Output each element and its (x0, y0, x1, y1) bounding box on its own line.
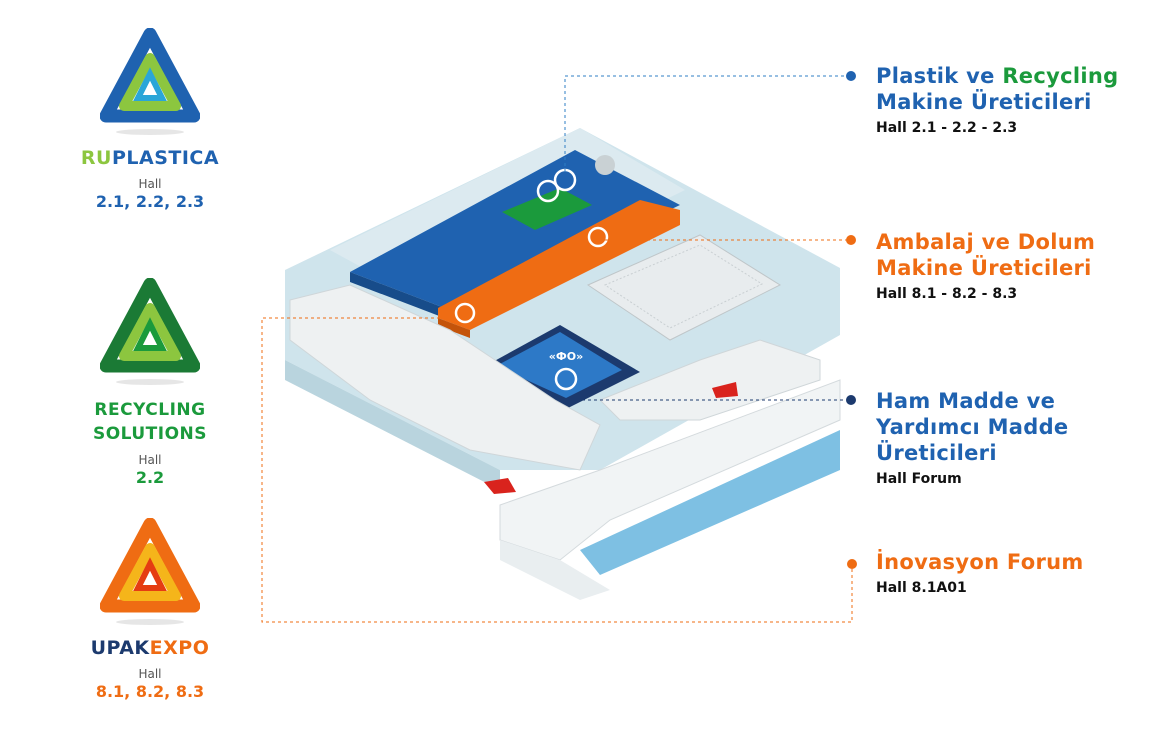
brand-name-part: RECYCLING (94, 400, 206, 420)
triangle-knot-logo-icon (100, 278, 200, 385)
legend-title-part: Makine Üreticileri (876, 256, 1092, 280)
legend-dot (846, 395, 856, 405)
legend-title: İnovasyon Forum (876, 550, 1084, 574)
forum-top (496, 332, 622, 398)
brand-upakexpo: UPAKEXPO Hall 8.1, 8.2, 8.3 (40, 518, 260, 702)
legend-item-inovasyon: İnovasyon Forum Hall 8.1A01 (876, 549, 1156, 597)
circle-marker-icon[interactable] (536, 179, 560, 203)
hall-8-side (438, 318, 470, 338)
triangle-knot-logo-icon (100, 28, 200, 135)
legend-title-part: Üreticileri (876, 441, 997, 465)
brand-name-part: PLASTICA (111, 147, 220, 169)
legend-dot (846, 235, 856, 245)
legend-hall: Hall 8.1A01 (876, 580, 967, 596)
brand-name-part: UPAK (90, 637, 150, 659)
leader-line-inovasyon (261, 317, 853, 623)
legend-hall: Hall 2.1 - 2.2 - 2.3 (876, 120, 1018, 136)
brand-name-part: EXPO (149, 637, 210, 659)
legend-title: Plastik ve Recycling Makine Üreticileri (876, 63, 1156, 115)
legend-title-part: Yardımcı Madde (876, 415, 1069, 439)
hall-8-block[interactable] (438, 200, 680, 330)
leader-line-plastik (564, 75, 846, 172)
forum-label: «ФО» (549, 350, 583, 363)
brand-hall-label: Hall (138, 453, 162, 467)
legend-item-ambalaj: Ambalaj ve Dolum Makine Üreticileri Hall… (876, 229, 1156, 303)
legend-title-part: Ham Madde ve (876, 389, 1056, 413)
brand-hall-label: Hall (138, 177, 162, 191)
circle-marker-icon[interactable] (454, 302, 476, 324)
brand-halls: 8.1, 8.2, 8.3 (95, 682, 205, 701)
legend-title: Ambalaj ve Dolum Makine Üreticileri (876, 229, 1156, 281)
legend-title-part: Makine Üreticileri (876, 90, 1092, 114)
brand-name-part: SOLUTIONS (92, 424, 208, 444)
lower-buildings (289, 284, 601, 471)
brand-name: UPAKEXPO (40, 636, 260, 660)
brand-name: RECYCLING SOLUTIONS (40, 398, 260, 446)
legend-dot (847, 559, 857, 569)
legend-title-part: Ambalaj ve Dolum (876, 230, 1096, 254)
hall-2-block[interactable] (350, 150, 680, 312)
brand-hall-label: Hall (138, 667, 162, 681)
brand-halls: 2.2 (135, 468, 165, 487)
legend-item-plastik: Plastik ve Recycling Makine Üreticileri … (876, 63, 1156, 137)
brand-name: RUPLASTICA (40, 146, 260, 170)
legend-title: Ham Madde ve Yardımcı Madde Üreticileri (876, 388, 1156, 466)
triangle-knot-logo-icon (100, 518, 200, 625)
legend-title-part: Recycling (1002, 64, 1119, 88)
legend-dot (846, 71, 856, 81)
entrance-arrow-icon (484, 478, 516, 494)
entrance-arrow-icon (712, 382, 738, 398)
hall-2-side (350, 272, 455, 322)
recycling-zone[interactable] (502, 188, 592, 230)
circle-marker-icon[interactable] (595, 155, 615, 175)
brand-ruplastica: RUPLASTICA Hall 2.1, 2.2, 2.3 (40, 28, 260, 212)
pavilion-right-inner (603, 244, 764, 329)
legend-hall: Hall 8.1 - 8.2 - 8.3 (876, 286, 1018, 302)
walkway-lower (500, 540, 610, 600)
legend-item-hammadde: Ham Madde ve Yardımcı Madde Üreticileri … (876, 388, 1156, 488)
brand-halls: 2.1, 2.2, 2.3 (95, 192, 205, 211)
circle-marker-icon[interactable] (587, 226, 609, 248)
map-base-side (285, 360, 500, 490)
walkway (499, 379, 841, 561)
canal (580, 430, 840, 575)
legend-title-part: Plastik ve (876, 64, 1003, 88)
circle-marker-icon[interactable] (554, 367, 578, 391)
brand-recycling-solutions: RECYCLING SOLUTIONS Hall 2.2 (40, 278, 260, 488)
brand-name-part: RU (80, 147, 112, 169)
pavilion-right (586, 234, 782, 341)
legend-hall: Hall Forum (876, 471, 962, 487)
